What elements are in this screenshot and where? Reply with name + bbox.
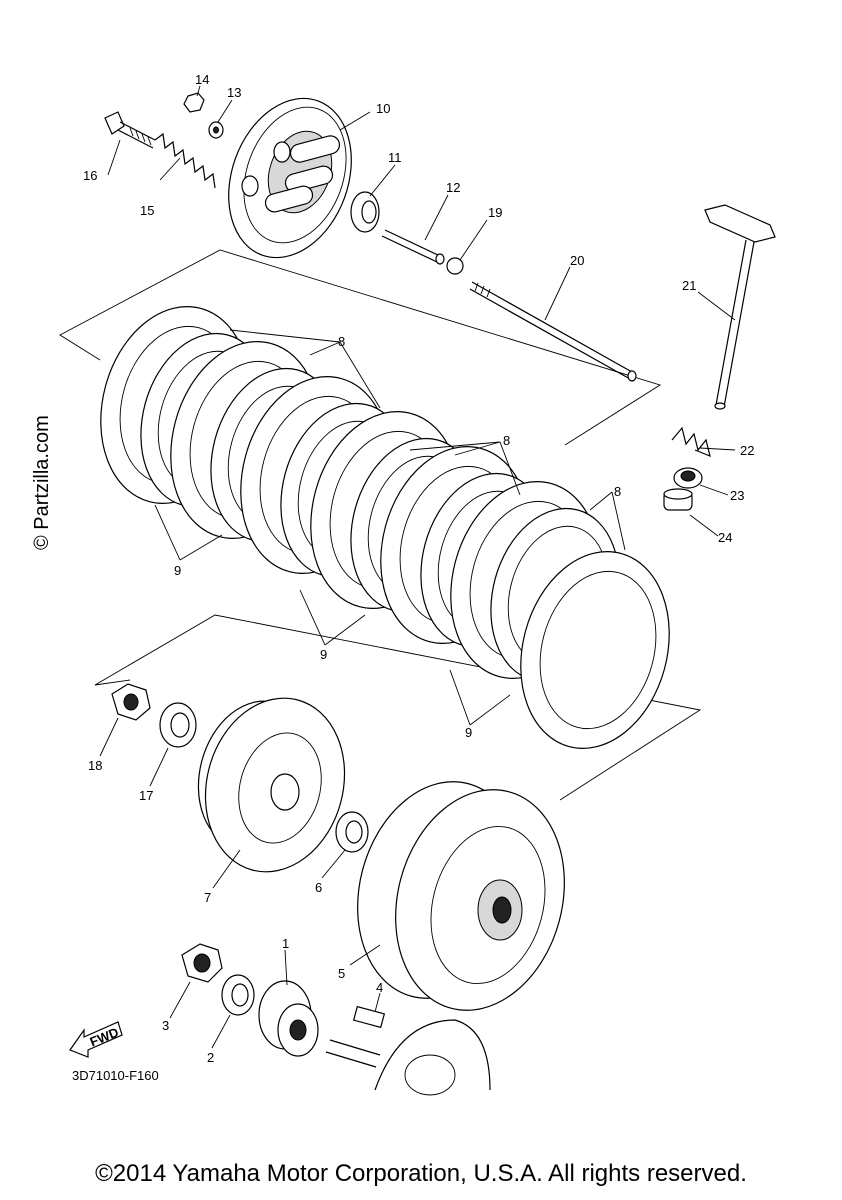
fwd-arrow: FWD xyxy=(69,1021,123,1058)
callout-17: 17 xyxy=(139,788,153,803)
primary-lock-washer xyxy=(221,974,255,1016)
callout-12: 12 xyxy=(446,180,460,195)
callout-5: 5 xyxy=(338,966,345,981)
callout-23: 23 xyxy=(730,488,744,503)
hub-boundary xyxy=(94,614,702,801)
straight-key xyxy=(352,1005,386,1029)
lock-washer xyxy=(159,702,197,748)
clutch-spring xyxy=(154,132,216,189)
callout-9-bottom: 9 xyxy=(465,725,472,740)
washer xyxy=(208,121,224,139)
callout-13: 13 xyxy=(227,85,241,100)
callout-6: 6 xyxy=(315,880,322,895)
callout-7: 7 xyxy=(204,890,211,905)
drawing-code: 3D71010-F160 xyxy=(72,1068,159,1083)
push-plate xyxy=(350,191,380,233)
primary-gear-nut xyxy=(181,943,223,983)
plates-boundary xyxy=(59,249,662,446)
callout-14: 14 xyxy=(195,72,209,87)
oil-seal xyxy=(673,467,703,489)
watermark: © Partzilla.com xyxy=(31,415,53,550)
callout-24: 24 xyxy=(718,530,732,545)
callout-19: 19 xyxy=(488,205,502,220)
callout-1: 1 xyxy=(282,936,289,951)
clutch-boss-nut xyxy=(111,683,151,721)
bearing xyxy=(663,488,693,511)
callout-8-top: 8 xyxy=(338,334,345,349)
push-rod-short xyxy=(381,229,445,265)
nut-small xyxy=(183,92,205,113)
copyright-notice: ©2014 Yamaha Motor Corporation, U.S.A. A… xyxy=(95,1160,747,1187)
clutch-boss xyxy=(197,697,346,873)
callout-8-right: 8 xyxy=(614,484,621,499)
callout-9-left: 9 xyxy=(174,563,181,578)
callout-22: 22 xyxy=(740,443,754,458)
callout-9-middle: 9 xyxy=(320,647,327,662)
callout-16: 16 xyxy=(83,168,97,183)
callout-20: 20 xyxy=(570,253,584,268)
thrust-washer xyxy=(335,811,369,853)
callout-11: 11 xyxy=(388,150,402,165)
clutch-housing xyxy=(357,781,565,1011)
pressure-plate xyxy=(228,97,352,259)
callout-18: 18 xyxy=(88,758,102,773)
callout-2: 2 xyxy=(207,1050,214,1065)
watermark-text: © Partzilla.com xyxy=(31,415,53,550)
clutch-plate-stack xyxy=(100,306,670,749)
push-rod-long xyxy=(469,281,637,382)
crankshaft xyxy=(325,1019,491,1096)
fwd-label: FWD xyxy=(88,1024,121,1049)
bolt xyxy=(104,111,156,149)
return-spring xyxy=(671,426,711,457)
callout-15: 15 xyxy=(140,203,154,218)
push-lever-shaft xyxy=(704,204,776,410)
callout-21: 21 xyxy=(682,278,696,293)
callout-labels: 1 2 3 4 5 6 7 8 8 8 9 9 9 10 11 12 13 14… xyxy=(83,72,754,1065)
steel-ball xyxy=(446,257,464,275)
leader-lines xyxy=(99,85,736,1049)
primary-drive-gear xyxy=(258,980,319,1057)
callout-8-middle: 8 xyxy=(503,433,510,448)
friction-plate xyxy=(520,551,670,749)
callout-4: 4 xyxy=(376,980,383,995)
callout-3: 3 xyxy=(162,1018,169,1033)
callout-10: 10 xyxy=(376,101,390,116)
